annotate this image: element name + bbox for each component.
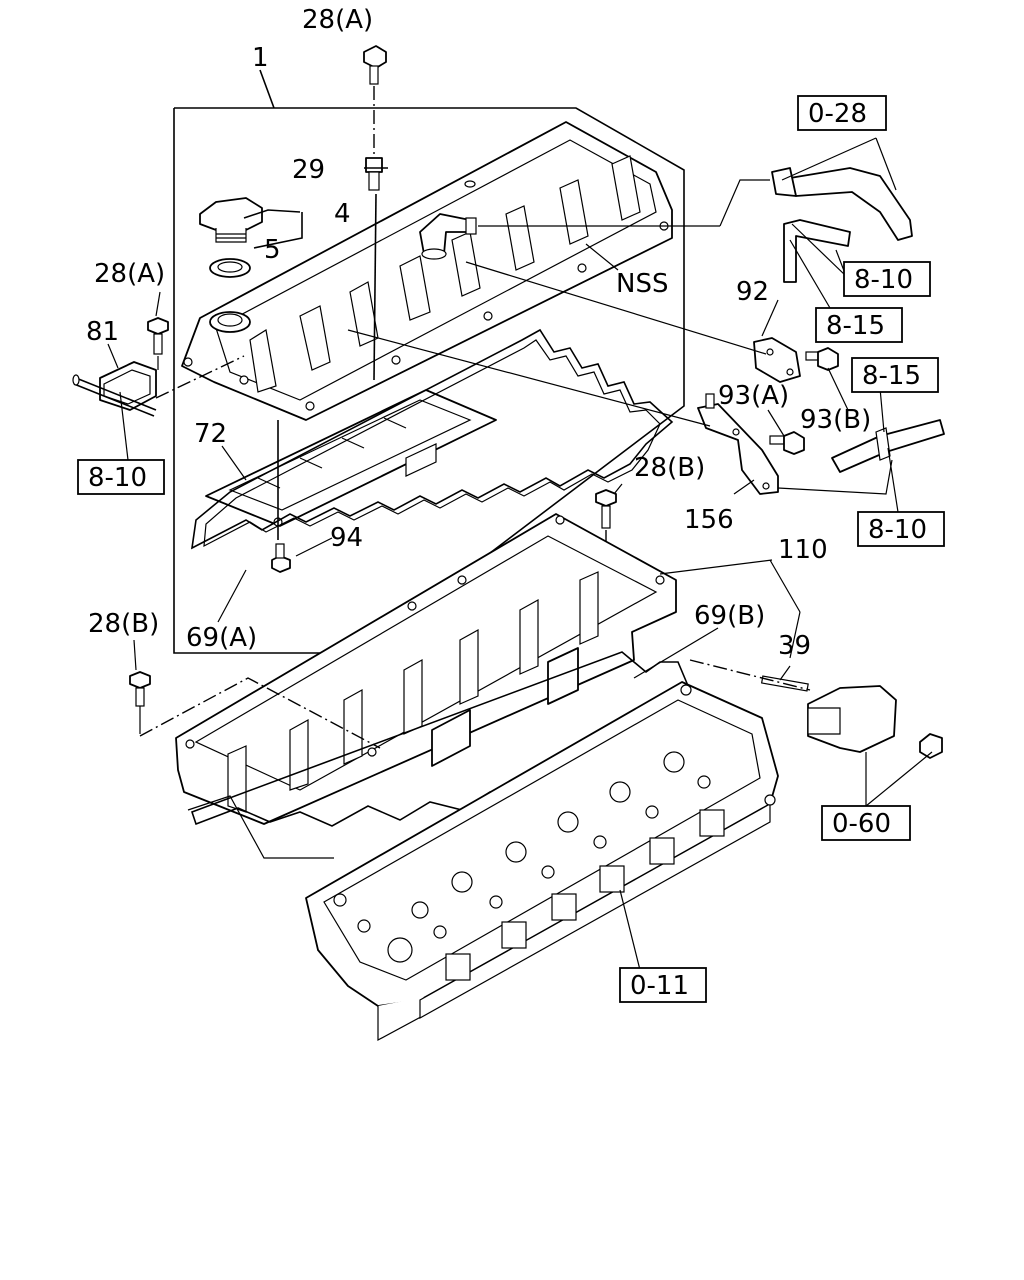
callout-81: 81 (86, 317, 119, 347)
callout-93a: 93(A) (718, 381, 789, 411)
bolt-28b-left (129, 671, 381, 749)
stud-39 (689, 659, 811, 692)
svg-text:8-15: 8-15 (826, 311, 885, 341)
sensor-0-60 (807, 685, 943, 759)
svg-text:8-10: 8-10 (88, 463, 147, 493)
bracket-92 (753, 337, 801, 383)
svg-text:0-11: 0-11 (630, 971, 689, 1001)
leader-lines (107, 137, 933, 971)
ref-box-8-15-b: 8-15 (851, 357, 939, 393)
svg-text:8-15: 8-15 (862, 361, 921, 391)
callout-28a-left: 28(A) (94, 259, 165, 289)
callout-labels: 1 28(A) 29 4 5 28(A) 81 72 94 69(A) 28(B… (86, 5, 871, 661)
callout-92: 92 (736, 277, 769, 307)
ref-box-0-60: 0-60 (821, 805, 911, 841)
bracket-81 (72, 361, 157, 417)
breather-elbow (419, 213, 477, 260)
ref-box-8-10-left: 8-10 (77, 459, 165, 495)
callout-28b-left: 28(B) (88, 609, 159, 639)
callout-156: 156 (684, 505, 734, 535)
svg-text:0-28: 0-28 (808, 99, 867, 129)
bolt-28a-top (363, 45, 387, 170)
svg-text:8-10: 8-10 (868, 515, 927, 545)
gasket-69a (190, 328, 674, 550)
breather-hose-mid (783, 219, 851, 283)
callout-69b: 69(B) (694, 601, 765, 631)
breather-hose-upper (771, 167, 913, 241)
filler-cap-seal (209, 258, 251, 278)
reference-boxes: 0-28 8-10 8-15 8-15 8-10 8-10 0-60 0-11 (77, 95, 945, 1003)
callout-28b-mid: 28(B) (634, 453, 705, 483)
rocker-cover (181, 121, 673, 421)
callout-28a-top: 28(A) (302, 5, 373, 35)
callout-4: 4 (334, 199, 351, 229)
baffle-plate-72 (205, 389, 497, 527)
rocker-housing-110 (175, 513, 677, 825)
callout-nss: NSS (616, 269, 668, 299)
ref-box-0-11: 0-11 (619, 967, 707, 1003)
callout-29: 29 (292, 155, 325, 185)
bolt-93b (805, 347, 839, 371)
callout-94: 94 (330, 523, 363, 553)
svg-text:8-10: 8-10 (854, 265, 913, 295)
callout-69a: 69(A) (186, 623, 257, 653)
ref-box-8-15-a: 8-15 (815, 307, 903, 343)
ref-box-8-10-a: 8-10 (843, 261, 931, 297)
bolt-93a (769, 431, 805, 455)
cylinder-head (305, 681, 779, 1042)
callout-5: 5 (264, 235, 281, 265)
svg-text:0-60: 0-60 (832, 809, 891, 839)
breather-hose-lower (831, 419, 945, 473)
callout-72: 72 (194, 419, 227, 449)
assembly-1-frame (173, 69, 685, 654)
callout-39: 39 (778, 631, 811, 661)
leader-81-cover (155, 355, 245, 399)
ref-box-8-10-b: 8-10 (857, 511, 945, 547)
callout-93b: 93(B) (800, 405, 871, 435)
bolt-28a-left (147, 317, 169, 370)
oil-filler-cap (199, 197, 263, 243)
callout-1: 1 (252, 43, 269, 73)
bracket-156 (697, 393, 779, 495)
ref-box-0-28: 0-28 (797, 95, 887, 131)
callout-110: 110 (778, 535, 828, 565)
